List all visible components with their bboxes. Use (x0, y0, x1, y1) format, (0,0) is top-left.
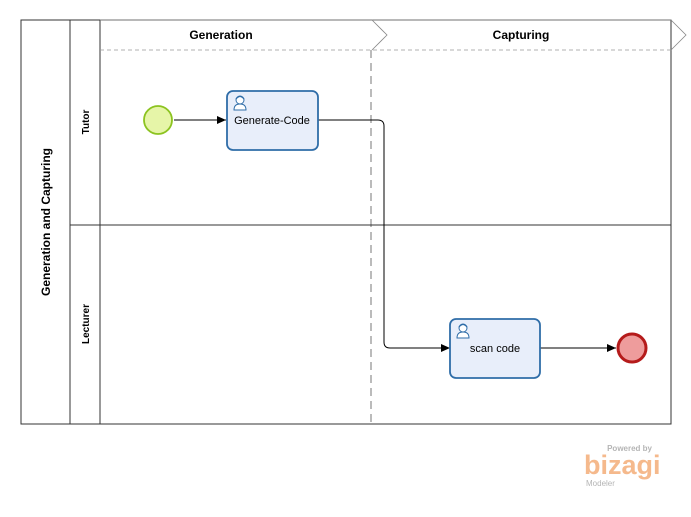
task-label-generate-code: Generate-Code (234, 115, 310, 127)
phase-label-generation: Generation (189, 28, 252, 42)
powered-by-text: Powered by (607, 444, 652, 453)
lane-tutor[interactable]: Tutor (70, 109, 671, 226)
task-label-scan-code: scan code (470, 343, 520, 355)
end-event[interactable] (616, 332, 648, 364)
user-icon (456, 323, 470, 339)
bizagi-wordmark: bizagi (584, 450, 661, 480)
phase-label-capturing: Capturing (493, 28, 550, 42)
phase-header: Generation Capturing (100, 19, 687, 424)
task-scan-code[interactable]: scan code (449, 318, 541, 379)
sequence-flow-generate-to-scan[interactable] (318, 119, 450, 352)
modeler-text: Modeler (586, 479, 615, 488)
user-icon (233, 95, 247, 111)
pool[interactable]: Generation and Capturing (20, 19, 672, 425)
lane-label-tutor: Tutor (81, 109, 92, 134)
task-generate-code[interactable]: Generate-Code (226, 90, 319, 151)
bizagi-logo: Powered by bizagi Modeler (584, 444, 674, 488)
lane-lecturer[interactable]: Lecturer (81, 304, 92, 344)
pool-label: Generation and Capturing (39, 148, 53, 296)
lane-label-lecturer: Lecturer (81, 304, 92, 344)
start-event[interactable] (143, 105, 173, 135)
